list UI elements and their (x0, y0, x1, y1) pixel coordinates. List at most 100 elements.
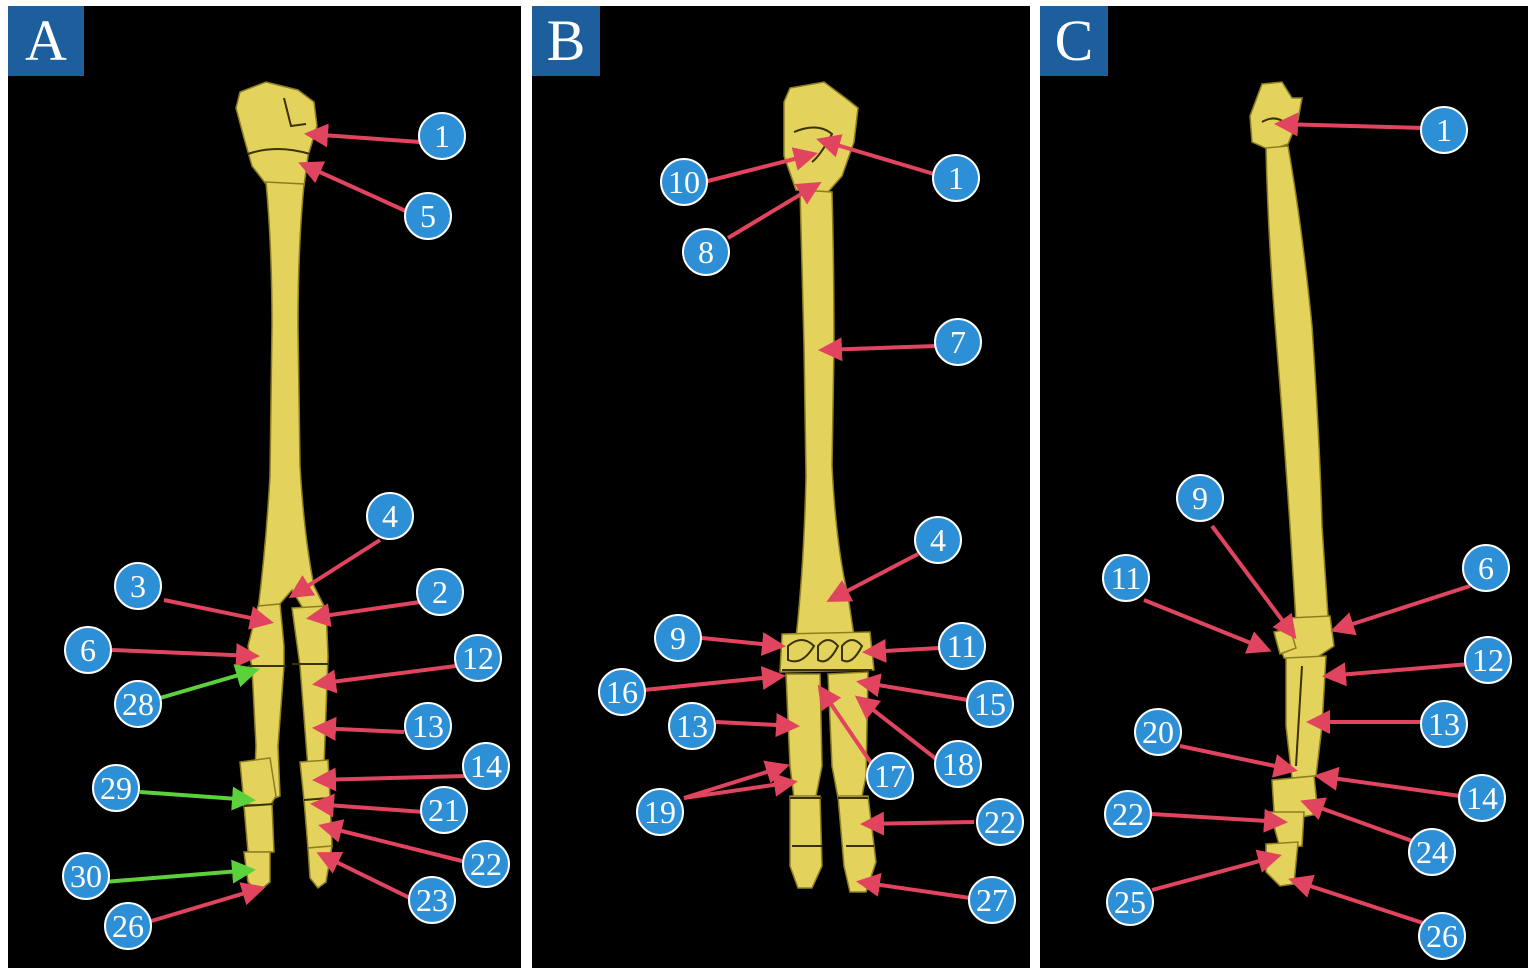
callout-badge: 27 (968, 876, 1016, 924)
callout-number: 8 (698, 234, 714, 270)
shaft (795, 189, 855, 639)
callout-number: 17 (874, 758, 906, 794)
bone-assembly (779, 81, 877, 893)
callout-number: 30 (70, 858, 102, 894)
callout-badge: 9 (1176, 474, 1224, 522)
callout-badge: 13 (668, 702, 716, 750)
arrow-6 (1330, 584, 1471, 636)
joint-line (790, 797, 874, 847)
metacarpal (1285, 655, 1327, 779)
callout-number: 18 (942, 746, 974, 782)
callout-badge: 13 (1420, 700, 1468, 748)
callout-badge: 19 (636, 788, 684, 836)
callout-badge: 30 (62, 852, 110, 900)
callout-number: 6 (80, 632, 96, 668)
callout-badge: 9 (654, 614, 702, 662)
panel-b-figure: 1 10 8 7 4 9 11 16 15 13 18 17 19 22 27 (598, 81, 1024, 924)
callout-number: 20 (1142, 714, 1174, 750)
arrow-12 (312, 664, 457, 694)
callout-badge: 6 (64, 626, 112, 674)
callout-number: 10 (668, 164, 700, 200)
callout-badge: 6 (1462, 544, 1510, 592)
arrow-22 (318, 819, 467, 864)
callout-number: 23 (416, 882, 448, 918)
callout-badge: 15 (966, 680, 1014, 728)
callout-number: 11 (1111, 560, 1142, 596)
callout-number: 6 (1478, 550, 1494, 586)
callout-badge: 28 (114, 680, 162, 728)
callout-badge: 11 (938, 622, 986, 670)
callout-badge: 26 (104, 902, 152, 950)
panel-a-letter: A (8, 6, 84, 76)
arrow-27 (856, 873, 971, 900)
lateral-phalanges (837, 795, 877, 893)
arrow-1 (1274, 112, 1425, 137)
medial-phalanges (789, 795, 823, 889)
panel-c: C 1 9 (1040, 6, 1528, 968)
callout-badge: 23 (408, 876, 456, 924)
callout-badge: 21 (420, 786, 468, 834)
callout-number: 16 (606, 674, 638, 710)
arrows (103, 123, 467, 924)
callout-number: 9 (1192, 480, 1208, 516)
callout-badge: 29 (92, 764, 140, 812)
callout-number: 27 (976, 882, 1008, 918)
callout-badge: 8 (682, 228, 730, 276)
arrow-7 (818, 337, 937, 362)
arrow-19b (683, 773, 798, 800)
panel-b-letter: B (532, 6, 600, 76)
arrow-11 (1143, 598, 1272, 654)
callout-badge: 12 (454, 634, 502, 682)
callout-badge: 24 (1408, 828, 1456, 876)
arrow-11 (862, 638, 941, 663)
arrow-8 (726, 181, 822, 240)
arrow-9 (1210, 524, 1297, 640)
arrow-16 (643, 666, 786, 692)
arrows (643, 134, 975, 900)
callout-number: 7 (950, 324, 966, 360)
arrow-3 (163, 598, 274, 630)
panel-c-figure: 1 9 11 6 12 20 13 14 22 24 25 26 (1102, 81, 1512, 960)
callout-badge: 22 (976, 798, 1024, 846)
arrow-14 (312, 767, 467, 792)
callout-number: 3 (130, 568, 146, 604)
callout-number: 22 (1112, 796, 1144, 832)
arrow-19 (683, 760, 790, 800)
carpal-row (779, 631, 875, 673)
callout-badge: 12 (1464, 636, 1512, 684)
callouts: 1 9 11 6 12 20 13 14 22 24 25 26 (1102, 106, 1512, 960)
callout-badge: 25 (1106, 878, 1154, 926)
arrow-15 (856, 673, 969, 702)
callout-badge: 2 (416, 568, 464, 616)
arrow-5 (298, 161, 409, 214)
callout-badge: 5 (404, 192, 452, 240)
callout-badge: 11 (1102, 554, 1150, 602)
callout-badge: 13 (404, 702, 452, 750)
panel-a: A (8, 6, 521, 968)
physeal-line (247, 148, 311, 155)
callout-number: 9 (670, 620, 686, 656)
callout-badge: 22 (1104, 790, 1152, 838)
arrow-14 (1314, 766, 1461, 798)
arrow-28 (159, 664, 260, 700)
arrow-1 (304, 123, 421, 148)
arrow-17 (817, 684, 878, 772)
lateral-metacarpal (827, 671, 869, 799)
arrow-20 (1179, 744, 1298, 778)
arrow-4 (826, 552, 919, 602)
shaft (257, 181, 326, 611)
callout-badge: 20 (1134, 708, 1182, 756)
callout-number: 13 (676, 708, 708, 744)
callout-badge: 14 (1458, 774, 1506, 822)
callouts: 1 10 8 7 4 9 11 16 15 13 18 17 19 22 27 (598, 154, 1024, 924)
callout-number: 22 (984, 804, 1016, 840)
arrow-18 (854, 695, 942, 764)
callout-number: 13 (412, 708, 444, 744)
callout-number: 13 (1428, 706, 1460, 742)
callout-number: 11 (947, 628, 978, 664)
callout-badge: 26 (1418, 912, 1466, 960)
callout-number: 24 (1416, 834, 1448, 870)
callout-badge: 18 (934, 740, 982, 788)
arrow-1 (816, 134, 935, 176)
panel-a-figure: 1 5 4 3 2 6 12 28 13 14 29 21 22 30 23 2… (62, 81, 510, 950)
